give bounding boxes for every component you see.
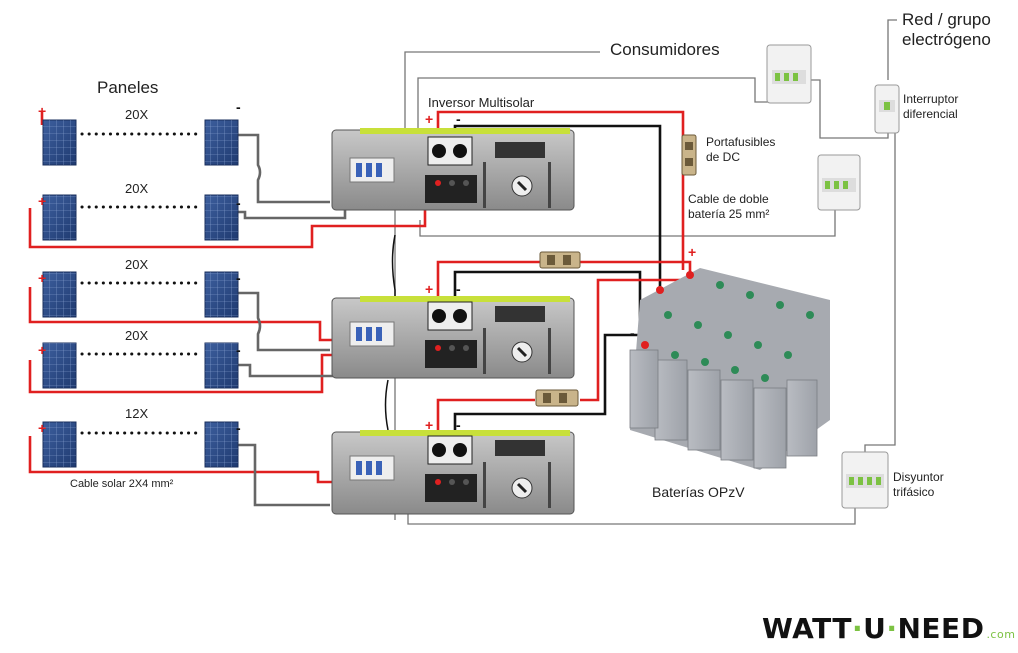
plus-sign: + <box>38 420 47 436</box>
inverters <box>331 128 575 515</box>
differential-switch-icon <box>874 84 900 134</box>
minus-sign: - <box>236 270 241 286</box>
panel-string-5 <box>42 421 239 468</box>
solar-panels <box>42 119 239 468</box>
disyuntor-line2: trifásico <box>893 485 935 499</box>
cable-bateria-label: Cable de doble batería 25 mm² <box>688 192 769 222</box>
breaker-consumidores-icon <box>766 44 812 104</box>
breakers <box>766 44 900 509</box>
plus-sign: + <box>425 417 434 433</box>
battery-bank <box>629 268 830 470</box>
minus-sign: - <box>236 99 241 115</box>
baterias-label: Baterías OPzV <box>652 484 745 500</box>
interruptor-line1: Interruptor <box>903 92 959 106</box>
plus-sign: + <box>38 193 47 209</box>
consumidores-label: Consumidores <box>610 40 720 59</box>
minus-sign: - <box>456 417 461 433</box>
panel-string-2 <box>42 194 239 241</box>
disyuntor-line1: Disyuntor <box>893 470 944 484</box>
brand-logo: WATT·U·NEED.com <box>762 612 1016 645</box>
plus-sign: + <box>688 244 697 260</box>
portafusibles-line2: de DC <box>706 150 741 164</box>
plus-sign: + <box>38 103 47 119</box>
inverter-1 <box>331 128 575 211</box>
minus-sign: - <box>456 281 461 297</box>
battery-cells <box>629 349 818 469</box>
minus-sign: - <box>236 195 241 211</box>
minus-sign: - <box>456 111 461 127</box>
string-count-1: 20X <box>125 107 149 122</box>
inverter-2 <box>331 296 575 379</box>
panel-string-4 <box>42 342 239 389</box>
minus-sign: - <box>630 325 635 341</box>
inverter-3 <box>331 430 575 515</box>
three-phase-breaker-icon <box>841 451 889 509</box>
red-label: Red / grupo electrógeno <box>902 10 991 50</box>
plus-sign: + <box>425 281 434 297</box>
fuse-holder-icon <box>681 134 697 176</box>
plus-sign: + <box>425 111 434 127</box>
portafusibles-line1: Portafusibles <box>706 135 776 149</box>
string-count-5: 12X <box>125 406 149 421</box>
battery-terminals <box>641 271 814 382</box>
string-count-4: 20X <box>125 328 149 343</box>
string-count-3: 20X <box>125 257 149 272</box>
portafusibles-label: Portafusibles de DC <box>706 135 775 165</box>
plus-sign: + <box>38 270 47 286</box>
red-label-line2: electrógeno <box>902 30 991 49</box>
fuse-holders <box>535 134 697 407</box>
interruptor-label: Interruptor diferencial <box>903 92 958 122</box>
panel-string-1 <box>42 119 239 166</box>
paneles-label: Paneles <box>97 78 159 97</box>
interruptor-line2: diferencial <box>903 107 958 121</box>
breaker-ac-input-icon <box>817 154 861 211</box>
fuse-holder-icon <box>535 389 579 407</box>
panel-string-3 <box>42 271 239 318</box>
fuse-holder-icon <box>539 251 581 269</box>
cable-bateria-line2: batería 25 mm² <box>688 207 770 221</box>
plus-sign: + <box>38 342 47 358</box>
cable-solar-label: Cable solar 2X4 mm² <box>70 478 174 490</box>
minus-sign: - <box>236 420 241 436</box>
string-count-2: 20X <box>125 181 149 196</box>
minus-sign: - <box>236 342 241 358</box>
disyuntor-label: Disyuntor trifásico <box>893 470 944 500</box>
cable-bateria-line1: Cable de doble <box>688 192 769 206</box>
inversor-label: Inversor Multisolar <box>428 95 535 110</box>
red-label-line1: Red / grupo <box>902 10 991 29</box>
